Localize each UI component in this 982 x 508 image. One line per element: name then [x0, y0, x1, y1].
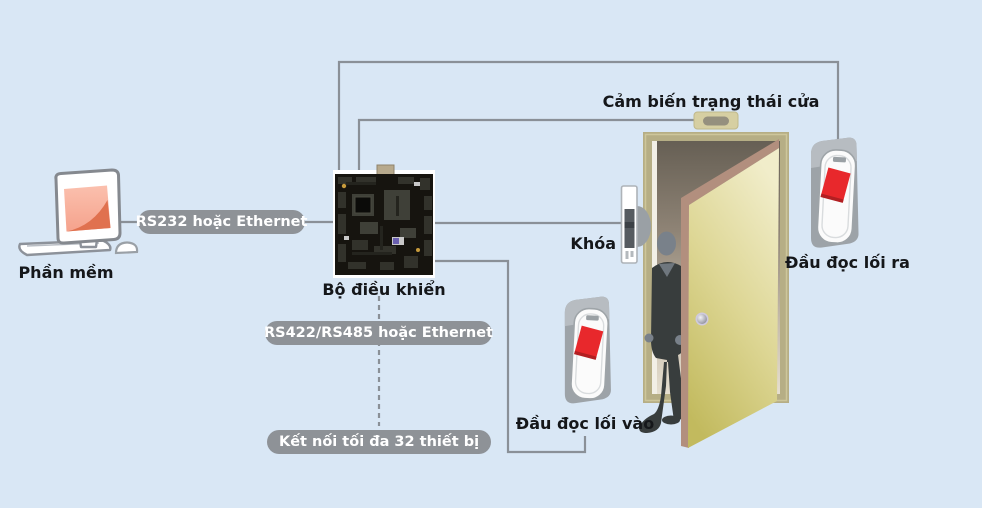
- door-leaf: [688, 148, 779, 448]
- entry-reader-icon: [564, 295, 612, 405]
- door-knob: [697, 314, 707, 324]
- lock-icon: [620, 185, 652, 264]
- exit-reader-label: Đầu đọc lối ra: [785, 253, 910, 272]
- door-icon: [639, 132, 789, 448]
- link-pill-rs422-rs485: RS422/RS485 hoặc Ethernet: [264, 321, 493, 345]
- software-label: Phần mềm: [18, 263, 114, 282]
- wire-controller-to-door-sensor: [357, 118, 694, 173]
- door-sensor-label: Cảm biến trạng thái cửa: [602, 92, 820, 111]
- wires: [100, 60, 840, 454]
- entry-reader-label: Đầu đọc lối vào: [515, 414, 655, 433]
- lock-label: Khóa: [570, 234, 616, 253]
- exit-reader-icon: [810, 136, 860, 249]
- wire-controller-to-exit-reader: [337, 60, 840, 173]
- controller-label: Bộ điều khiển: [322, 280, 446, 299]
- door-sensor-icon: [693, 111, 739, 130]
- link-pill-max-devices: Kết nối tối đa 32 thiết bị: [267, 430, 491, 454]
- mouse-icon: [114, 241, 139, 255]
- software-computer-icon: [18, 168, 139, 257]
- link-pill-rs232: RS232 hoặc Ethernet: [136, 210, 307, 234]
- wire-controller-to-entry-reader: [434, 259, 587, 454]
- controller-board-image: [333, 164, 435, 278]
